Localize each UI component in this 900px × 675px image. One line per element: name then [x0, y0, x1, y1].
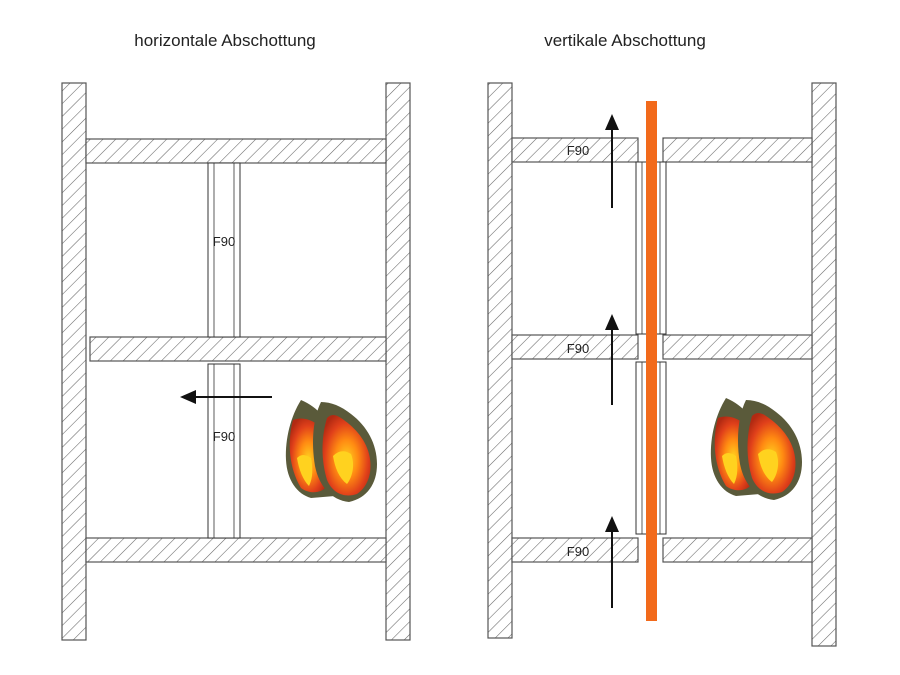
fire-spread-arrow-up [605, 314, 619, 405]
diagram-title: horizontale Abschottung [134, 31, 315, 50]
slab-top-right [662, 137, 813, 163]
slab-middle-right [662, 334, 813, 360]
slab-middle-left [511, 334, 639, 360]
left-wall [61, 82, 87, 641]
ceiling-slab-middle [89, 336, 387, 362]
ceiling-slab-top [85, 138, 387, 164]
flame-icon [710, 398, 802, 500]
right-wall [811, 82, 837, 647]
seal-label: F90 [213, 429, 235, 444]
seal-label: F90 [213, 234, 235, 249]
horizontal-barrier-diagram: horizontale Abschottung F90 F90 [61, 31, 411, 641]
ceiling-slab-bottom [85, 537, 387, 563]
vertical-pipe [646, 101, 657, 621]
fire-spread-arrow-up [605, 516, 619, 608]
fire-spread-arrow-left [180, 390, 272, 404]
slab-bottom-left [511, 537, 639, 563]
diagram-title: vertikale Abschottung [544, 31, 706, 50]
fire-spread-arrow-up [605, 114, 619, 208]
right-wall [385, 82, 411, 641]
fire-seal-lower: F90 [207, 363, 241, 539]
fire-seal-upper: F90 [207, 162, 241, 338]
vertical-barrier-diagram: vertikale Abschottung F90 F90 F90 [487, 31, 837, 647]
slab-label: F90 [567, 544, 589, 559]
flame-icon [285, 400, 377, 502]
slab-label: F90 [567, 143, 589, 158]
slab-top-left [511, 137, 639, 163]
slab-bottom-right [662, 537, 813, 563]
left-wall [487, 82, 513, 639]
slab-label: F90 [567, 341, 589, 356]
